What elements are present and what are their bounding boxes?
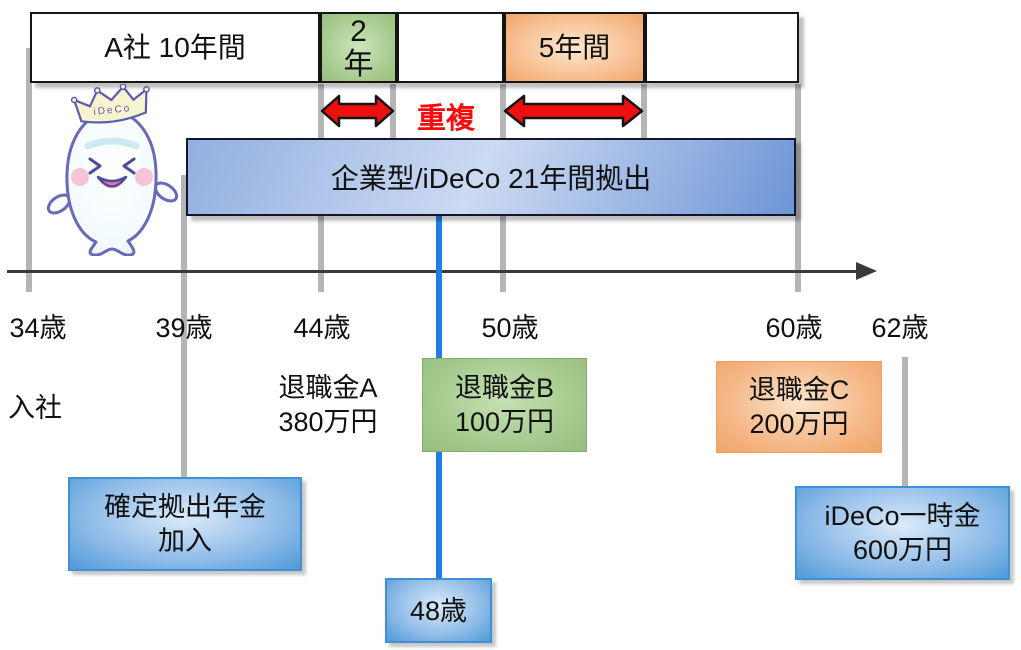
company-a-label: A社 10年間 [104, 31, 246, 63]
ideco-mascot: iDeCo [46, 84, 179, 256]
two-year-label: 2 年 [343, 14, 374, 81]
tick-line-age60 [795, 84, 801, 292]
ideco-lump-sum-box: iDeCo一時金 600万円 [795, 486, 1010, 580]
two-year-period-box: 2 年 [320, 12, 397, 83]
age-label-60: 60歳 [765, 313, 823, 343]
age-label-44: 44歳 [293, 313, 351, 343]
overlap-label: 重複 [416, 103, 475, 135]
tick-line-age39 [181, 175, 187, 477]
tick-line-age62 [902, 357, 908, 487]
overlap-arrow-5yr-icon [503, 94, 644, 128]
age-label-62: 62歳 [871, 313, 929, 343]
timeline-axis [7, 270, 857, 273]
mascot-left-eye [88, 157, 102, 175]
age-label-50: 50歳 [481, 313, 539, 343]
mascot-right-eye [122, 157, 136, 175]
mascot-crown-text: iDeCo [93, 103, 132, 118]
severance-c-box: 退職金C 200万円 [716, 361, 882, 453]
tick-line-age55 [641, 84, 647, 140]
mascot-crown: iDeCo [70, 84, 150, 124]
mascot-left-cheek [71, 168, 89, 186]
spacer-period-box-2 [645, 12, 799, 83]
overlap-arrow-2yr-icon [320, 94, 395, 128]
mascot-right-cheek [135, 168, 153, 186]
age-label-39: 39歳 [155, 313, 213, 343]
five-year-label: 5年間 [538, 31, 611, 63]
age-48-box: 48歳 [385, 578, 492, 643]
severance-b-box: 退職金B 100万円 [422, 358, 587, 452]
contribution-bar-label: 企業型/iDeCo 21年間拠出 [330, 163, 652, 194]
tick-line-age34 [26, 48, 32, 292]
company-a-period-box: A社 10年間 [30, 12, 320, 83]
axis-arrowhead-icon [856, 262, 877, 280]
severance-a-label: 退職金A 380万円 [278, 373, 378, 437]
mascot-brow [84, 137, 140, 150]
mascot-mouth [96, 175, 128, 188]
join-company-label: 入社 [8, 393, 62, 423]
contribution-bar: 企業型/iDeCo 21年間拠出 [186, 138, 796, 216]
dc-pension-join-box: 確定拠出年金 加入 [68, 477, 302, 571]
age-label-34: 34歳 [9, 313, 67, 343]
spacer-period-box-1 [397, 12, 504, 83]
five-year-period-box: 5年間 [504, 12, 645, 83]
